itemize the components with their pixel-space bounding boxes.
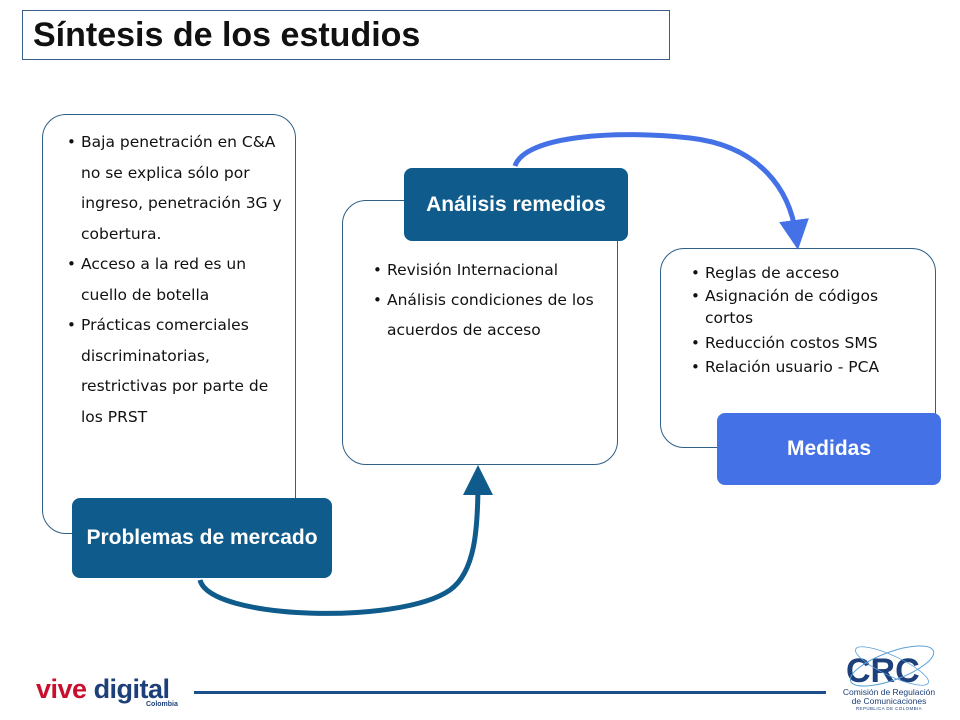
vive-digital-logo: vive digital [36,674,170,704]
vive-digital-subtitle: Colombia [146,701,178,708]
label-problemas-de-mercado: Problemas de mercado [72,498,332,578]
crc-logo-icon: CRC [846,645,935,688]
page-title: Síntesis de los estudios [22,10,670,60]
problemas-list: Baja penetración en C&A no se explica só… [63,127,285,432]
list-item: Acceso a la red es un cuello de botella [67,249,285,310]
arrow-problemas-to-analisis [197,465,493,616]
arrow-analisis-to-medidas [512,132,809,250]
svg-text:CRC: CRC [846,652,920,688]
list-item: Baja penetración en C&A no se explica só… [67,127,285,249]
list-item: Revisión Internacional [373,255,607,285]
panel-problemas: Baja penetración en C&A no se explica só… [42,114,296,534]
list-item: Reducción costos SMS [691,331,925,355]
list-item: Relación usuario - PCA [691,355,925,379]
panel-analisis: Revisión Internacional Análisis condicio… [342,200,618,465]
label-medidas: Medidas [717,413,941,485]
analisis-list: Revisión Internacional Análisis condicio… [369,255,607,345]
medidas-list: Reglas de acceso Asignación de códigos c… [687,261,925,379]
footer-divider [194,691,826,694]
crc-logo-text: Comisión de Regulación de Comunicaciones… [842,687,936,712]
list-item: Asignación de códigos cortos [691,285,925,329]
list-item: Reglas de acceso [691,261,925,285]
label-analisis-remedios: Análisis remedios [404,168,628,241]
list-item: Prácticas comerciales discriminatorias, … [67,310,285,432]
list-item: Análisis condiciones de los acuerdos de … [373,285,607,345]
